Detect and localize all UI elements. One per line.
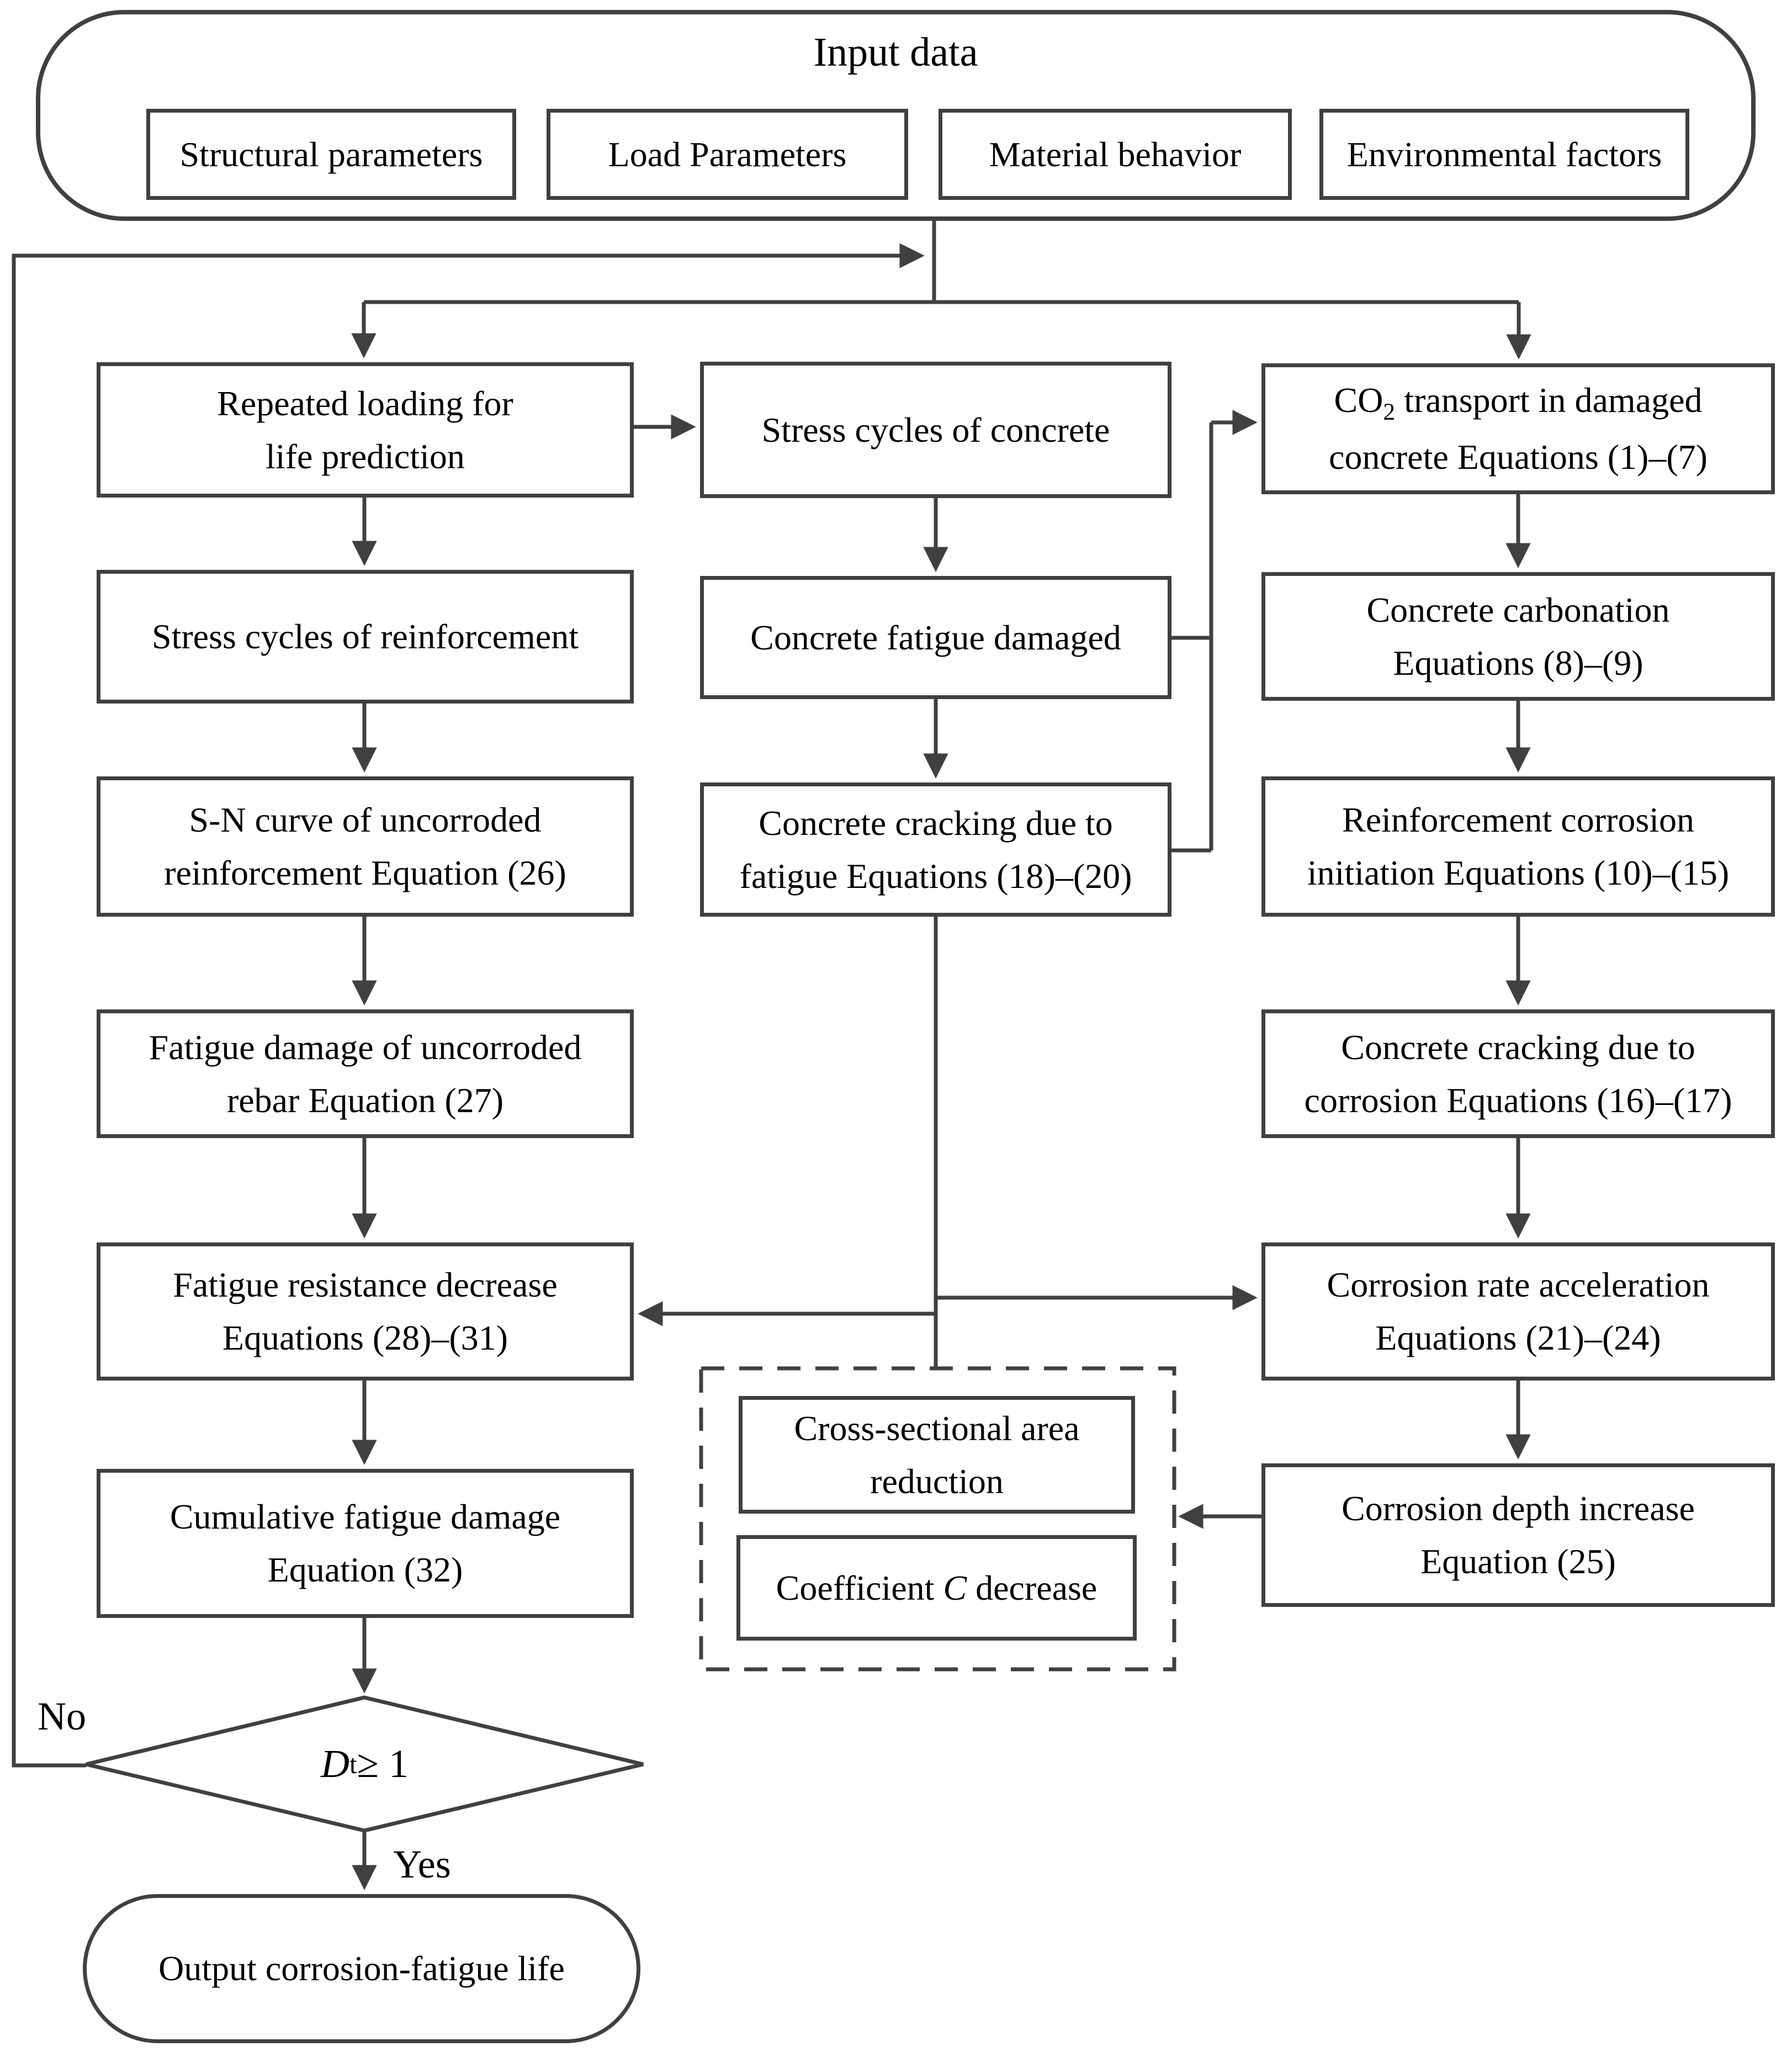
box-label-line: Concrete cracking due to [1341, 1027, 1695, 1067]
box-label: Material behavior [989, 134, 1242, 174]
box-label-line: rebar Equation (27) [226, 1080, 504, 1120]
box-label-line: reduction [870, 1461, 1004, 1501]
box-stress-cycles-concrete: Stress cycles of concrete [700, 362, 1171, 498]
box-label-line: corrosion Equations (16)–(17) [1304, 1080, 1732, 1120]
box-label-line: Concrete carbonation [1366, 590, 1670, 630]
box-label-line: Concrete cracking due to [759, 803, 1113, 843]
no-branch-label: No [38, 1694, 86, 1738]
box-concrete-carbonation: Concrete carbonation Equations (8)–(9) [1261, 572, 1775, 701]
box-label-line: CO2 transport in damaged [1334, 374, 1703, 430]
dashed-group-frame [699, 1366, 1176, 1672]
yes-branch-label: Yes [393, 1842, 451, 1886]
input-structural-parameters: Structural parameters [146, 109, 516, 200]
co2-text-rest: transport in damaged [1395, 380, 1703, 420]
box-cross-sectional-area-reduction: Cross-sectional area reduction [739, 1396, 1135, 1514]
box-stress-cycles-reinforcement: Stress cycles of reinforcement [97, 570, 634, 704]
box-label-line: initiation Equations (10)–(15) [1307, 853, 1730, 892]
box-label: Load Parameters [608, 134, 847, 174]
co2-text: CO [1334, 380, 1383, 420]
box-fatigue-damage-rebar: Fatigue damage of uncorroded rebar Equat… [97, 1009, 634, 1138]
box-label-line: Repeated loading for [217, 383, 513, 423]
input-load-parameters: Load Parameters [547, 109, 908, 200]
connector-lines [12, 215, 1531, 1890]
decision-variable: D [320, 1742, 349, 1786]
box-label: Structural parameters [179, 134, 483, 174]
box-coefficient-c-decrease: Coefficient C decrease [736, 1535, 1137, 1641]
decision-subscript: t [349, 1749, 357, 1779]
input-environmental-factors: Environmental factors [1319, 109, 1689, 200]
box-label-line: Equations (21)–(24) [1375, 1318, 1661, 1357]
box-label-line: Cumulative fatigue damage [169, 1497, 561, 1536]
box-label: Environmental factors [1346, 134, 1662, 174]
coefficient-text: Coefficient [776, 1568, 943, 1607]
box-label-line: Corrosion rate acceleration [1327, 1265, 1710, 1304]
box-fatigue-resistance-decrease: Fatigue resistance decrease Equations (2… [97, 1242, 634, 1381]
decision-condition: ≥ 1 [357, 1742, 409, 1786]
box-label-line: Cross-sectional area [794, 1408, 1080, 1448]
box-concrete-cracking-corrosion: Concrete cracking due to corrosion Equat… [1261, 1009, 1775, 1138]
box-sn-curve: S-N curve of uncorroded reinforcement Eq… [97, 776, 634, 917]
box-output-corrosion-fatigue-life: Output corrosion-fatigue life [83, 1894, 640, 2043]
box-label-line: fatigue Equations (18)–(20) [739, 856, 1132, 896]
decision-diamond [86, 1695, 644, 1833]
box-concrete-fatigue-damaged: Concrete fatigue damaged [700, 576, 1171, 699]
co2-subscript: 2 [1383, 399, 1396, 426]
box-label-line: Equation (32) [267, 1550, 463, 1589]
box-label-line: Corrosion depth increase [1342, 1489, 1695, 1528]
box-label-line: Reinforcement corrosion [1342, 800, 1694, 839]
box-co2-transport: CO2 transport in damaged concrete Equati… [1261, 363, 1775, 494]
box-label-line: concrete Equations (1)–(7) [1329, 437, 1708, 477]
box-label-line: Stress cycles of concrete [761, 410, 1110, 449]
box-label-line: life prediction [266, 436, 465, 476]
box-label-line: Equation (25) [1420, 1542, 1616, 1581]
box-concrete-cracking-fatigue: Concrete cracking due to fatigue Equatio… [700, 782, 1171, 917]
input-material-behavior: Material behavior [939, 109, 1292, 200]
box-repeated-loading: Repeated loading for life prediction [97, 362, 634, 498]
box-label-line: Fatigue damage of uncorroded [149, 1027, 582, 1067]
box-label-line: Concrete fatigue damaged [750, 617, 1121, 657]
input-data-title: Input data [813, 30, 978, 75]
box-label-line: Output corrosion-fatigue life [158, 1949, 565, 1988]
no-feedback-path [12, 243, 925, 1768]
box-label-line: Stress cycles of reinforcement [151, 617, 579, 656]
box-label-line: reinforcement Equation (26) [164, 853, 566, 892]
box-cumulative-fatigue-damage: Cumulative fatigue damage Equation (32) [97, 1469, 634, 1618]
box-label-line: Fatigue resistance decrease [173, 1265, 558, 1304]
box-label-line: Equations (28)–(31) [222, 1318, 508, 1357]
coefficient-c-italic: C [943, 1568, 967, 1607]
box-corrosion-depth-increase: Corrosion depth increase Equation (25) [1261, 1463, 1775, 1607]
box-label-line: Equations (8)–(9) [1393, 643, 1643, 683]
box-label-line: Coefficient C decrease [776, 1562, 1098, 1615]
coefficient-text-rest: decrease [967, 1568, 1098, 1607]
box-reinforcement-corrosion-initiation: Reinforcement corrosion initiation Equat… [1261, 776, 1775, 917]
box-corrosion-rate-acceleration: Corrosion rate acceleration Equations (2… [1261, 1242, 1775, 1381]
box-label-line: S-N curve of uncorroded [189, 800, 542, 839]
